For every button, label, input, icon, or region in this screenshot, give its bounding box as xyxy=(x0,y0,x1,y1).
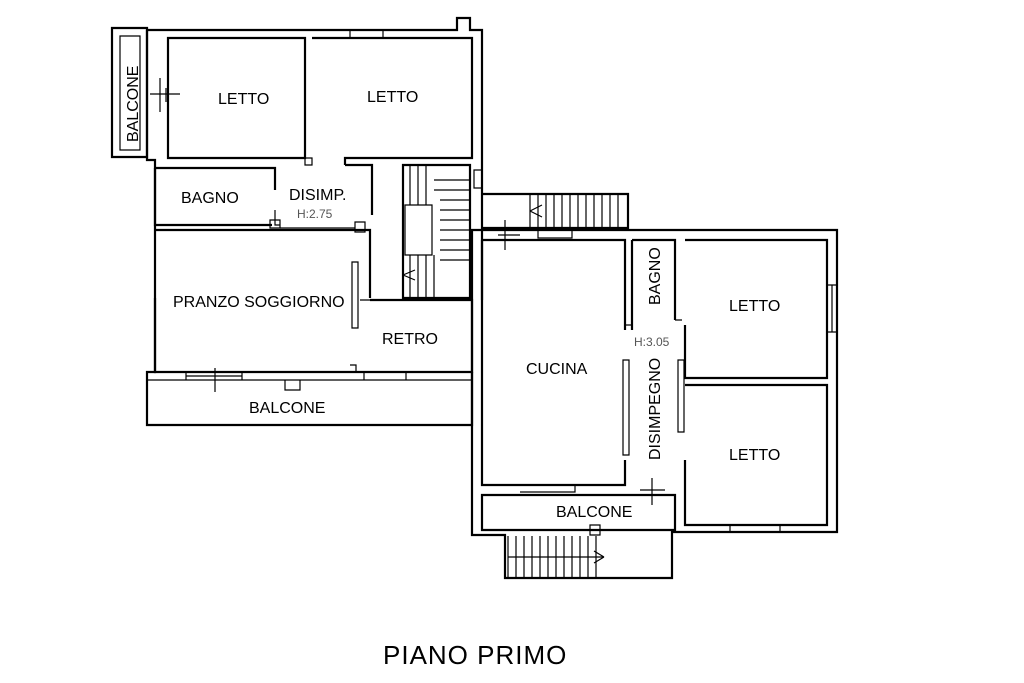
room-label-letto-4: LETTO xyxy=(729,447,780,464)
room-label-balcone-west: BALCONE xyxy=(125,66,142,142)
room-height-2: H:3.05 xyxy=(634,335,670,349)
room-label-bagno-2: BAGNO xyxy=(647,247,664,305)
room-label-retro: RETRO xyxy=(382,331,438,348)
room-label-bagno-1: BAGNO xyxy=(181,190,239,207)
room-label-cucina: CUCINA xyxy=(526,361,588,378)
east-wing xyxy=(470,192,839,580)
room-label-pranzo-soggiorno: PRANZO SOGGIORNO xyxy=(173,294,345,311)
room-height-1: H:2.75 xyxy=(297,207,333,221)
west-wing xyxy=(110,16,484,427)
room-label-balcone-south: BALCONE xyxy=(249,400,325,417)
room-label-letto-2: LETTO xyxy=(367,89,418,106)
room-label-balcone-east: BALCONE xyxy=(556,504,632,521)
room-label-letto-1: LETTO xyxy=(218,91,269,108)
plan-title: PIANO PRIMO xyxy=(383,640,567,670)
room-label-disimpegno: DISIMPEGNO xyxy=(647,358,664,460)
room-label-letto-3: LETTO xyxy=(729,298,780,315)
room-label-disimp: DISIMP. xyxy=(289,187,347,204)
